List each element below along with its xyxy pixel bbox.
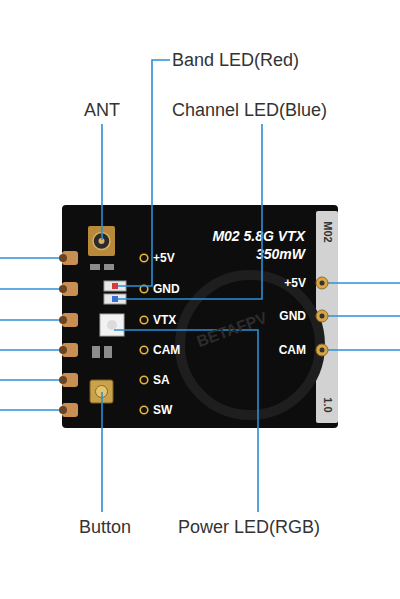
pin-wire bbox=[328, 349, 400, 351]
rf-connector-ring bbox=[93, 233, 110, 250]
pin-wire bbox=[0, 257, 64, 259]
pin-marker bbox=[140, 254, 148, 262]
pin-label: +5V bbox=[284, 277, 306, 289]
leader-lines bbox=[102, 60, 262, 512]
pin-label: VTX bbox=[153, 314, 176, 326]
pad-hole bbox=[59, 285, 67, 293]
push-switch bbox=[90, 380, 113, 403]
left-wires bbox=[0, 258, 64, 410]
pad-hole bbox=[59, 316, 67, 324]
callout-label: Band LED(Red) bbox=[172, 51, 299, 69]
smd-parts bbox=[90, 264, 126, 358]
solder-pad bbox=[62, 373, 78, 387]
callout-label: ANT bbox=[84, 101, 120, 119]
leader-line bbox=[101, 392, 103, 512]
solder-pad bbox=[62, 282, 78, 296]
right-pads bbox=[316, 277, 328, 356]
pin-label: GND bbox=[279, 310, 306, 322]
smd-part bbox=[90, 264, 100, 270]
callout-label: Channel LED(Blue) bbox=[172, 101, 327, 119]
rf-connector bbox=[88, 226, 115, 256]
solder-pad bbox=[316, 310, 328, 322]
status-light-die bbox=[112, 283, 118, 289]
smd-part bbox=[104, 346, 112, 358]
pin-marker bbox=[140, 346, 148, 354]
pin-label: SA bbox=[153, 374, 170, 386]
rf-connector-body bbox=[88, 226, 115, 256]
pad-hole bbox=[320, 348, 325, 353]
pin-label: GND bbox=[153, 283, 180, 295]
pin-marker bbox=[140, 376, 148, 384]
status-light-rgb bbox=[100, 314, 124, 336]
logo-ring bbox=[180, 275, 320, 415]
pad-hole bbox=[59, 376, 67, 384]
board-body: M02 5.8G VTX 350mW bbox=[62, 205, 338, 428]
leader-line bbox=[118, 60, 170, 286]
board-marking: M02 bbox=[322, 221, 333, 242]
pin-wire bbox=[0, 379, 64, 381]
right-wires bbox=[328, 283, 400, 350]
pad-hole bbox=[59, 346, 67, 354]
status-light-blue bbox=[104, 294, 126, 304]
smd-part bbox=[104, 264, 114, 270]
pin-wire bbox=[328, 282, 400, 284]
solder-pad bbox=[62, 313, 78, 327]
pin-wire bbox=[328, 315, 400, 317]
pin-label: +5V bbox=[153, 252, 175, 264]
pad-hole bbox=[59, 406, 67, 414]
pin-wire bbox=[0, 288, 64, 290]
pin-marker bbox=[140, 406, 148, 414]
status-light-die bbox=[112, 296, 118, 302]
pin-markers bbox=[140, 254, 148, 414]
leader-line bbox=[101, 124, 103, 240]
pin-label: SW bbox=[153, 404, 172, 416]
status-light-die bbox=[107, 320, 117, 330]
pin-label: CAM bbox=[279, 344, 306, 356]
push-switch-cap bbox=[96, 386, 108, 398]
rf-connector-pin bbox=[99, 238, 105, 244]
pin-wire bbox=[0, 409, 64, 411]
pin-label: CAM bbox=[153, 344, 180, 356]
solder-pad bbox=[62, 251, 78, 265]
leader-line bbox=[118, 124, 262, 299]
solder-pad bbox=[62, 343, 78, 357]
leader-line bbox=[114, 330, 258, 512]
callout-label: Button bbox=[79, 518, 131, 536]
callout-label: Power LED(RGB) bbox=[178, 518, 320, 536]
pin-marker bbox=[140, 316, 148, 324]
watermark: BETAFPV bbox=[195, 310, 270, 350]
pad-hole bbox=[320, 314, 325, 319]
left-pads bbox=[59, 251, 78, 417]
pin-wire bbox=[0, 319, 64, 321]
pin-wire bbox=[0, 349, 64, 351]
board-marking: 350mW bbox=[256, 247, 305, 261]
solder-pad bbox=[316, 277, 328, 289]
pin-marker bbox=[140, 285, 148, 293]
solder-pad bbox=[62, 403, 78, 417]
shield-strip bbox=[316, 211, 338, 423]
push-switch-body bbox=[90, 380, 113, 403]
solder-pad bbox=[316, 344, 328, 356]
pad-hole bbox=[59, 254, 67, 262]
smd-part bbox=[92, 346, 100, 358]
pad-hole bbox=[320, 281, 325, 286]
status-light-red bbox=[104, 281, 126, 291]
board-marking: 1.0 bbox=[322, 397, 333, 412]
board-marking: M02 5.8G VTX bbox=[212, 229, 305, 243]
